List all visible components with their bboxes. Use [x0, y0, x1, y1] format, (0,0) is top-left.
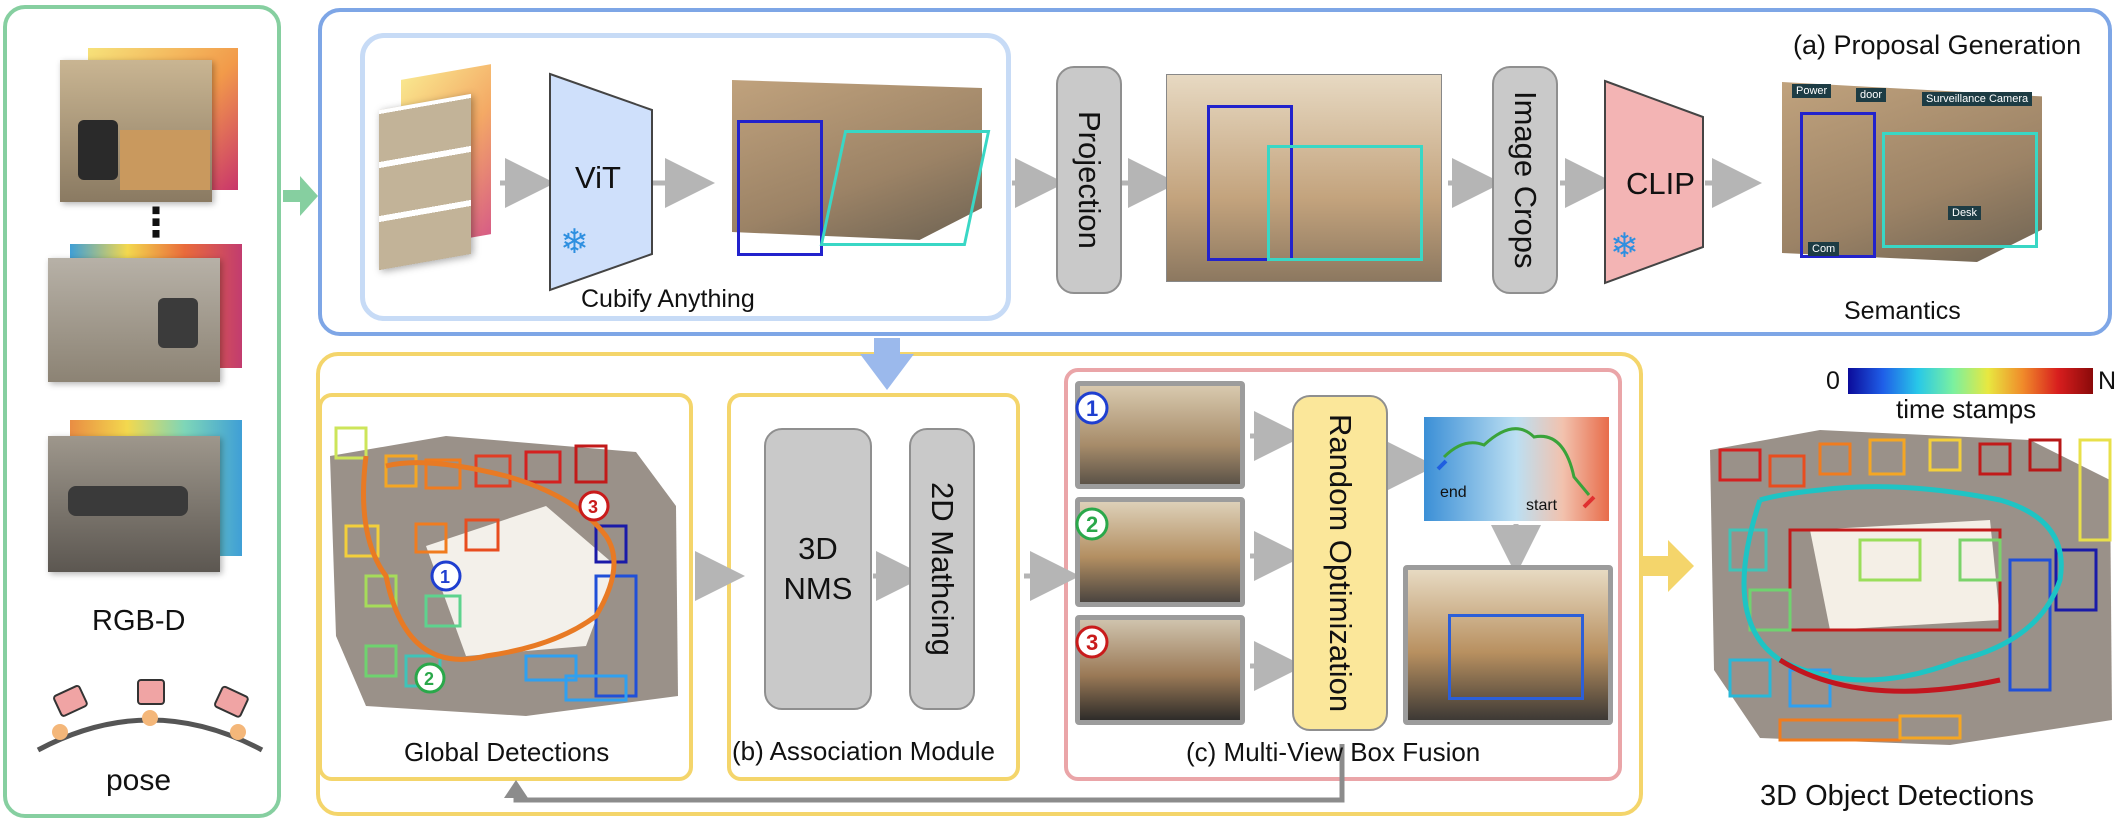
- colorbar-min: 0: [1826, 367, 1840, 395]
- rgbd-frame-1: [60, 48, 240, 202]
- projected-image: [1167, 75, 1441, 281]
- matching-label: 2D Mathcing: [925, 481, 960, 657]
- cubify-panel: [360, 33, 1011, 321]
- semantic-tag-desk: Desk: [1948, 206, 1982, 220]
- nms-block: 3D NMS: [764, 428, 872, 710]
- matching-block: 2D Mathcing: [909, 428, 975, 710]
- fusion-label: (c) Multi-View Box Fusion: [1186, 737, 1481, 767]
- view-number-icons: [1075, 391, 1109, 659]
- vit-encoder: [549, 72, 653, 292]
- pose-label: pose: [106, 764, 172, 797]
- random-optimization-label: Random Optimization: [1323, 413, 1358, 713]
- projection-label: Projection: [1072, 111, 1107, 249]
- input-panel: [3, 5, 281, 818]
- semantics-scene: Power door Surveillance Camera Desk Com: [1772, 72, 2048, 282]
- image-patches: [373, 64, 493, 272]
- pose-camera-icon: [36, 679, 264, 753]
- semantic-tag-door: door: [1856, 88, 1887, 102]
- optimization-heatmap: [1424, 417, 1609, 521]
- colorbar-max: N: [2098, 367, 2117, 395]
- image-crops-label: Image Crops: [1508, 91, 1543, 269]
- proposal-title: (a) Proposal Generation: [1793, 30, 2082, 60]
- view-thumb-2: [1075, 497, 1245, 607]
- view-thumb-3: [1075, 615, 1245, 725]
- rgbd-frame-2: [48, 244, 244, 384]
- semantic-tag-power: Power: [1792, 84, 1832, 98]
- global-detections-panel: [318, 393, 693, 781]
- svg-text:3: 3: [588, 497, 598, 517]
- view-number-2: 2: [1086, 512, 1099, 537]
- association-label: (b) Association Module: [732, 736, 996, 766]
- time-colorbar: [1848, 368, 2093, 394]
- nms-label: 3D NMS: [783, 531, 853, 606]
- clip-encoder: [1604, 79, 1704, 285]
- svg-text:1: 1: [440, 567, 450, 587]
- global-detections-label: Global Detections: [404, 737, 610, 767]
- start-label: start: [1526, 497, 1558, 514]
- vit-frozen-icon: ❄: [560, 223, 589, 261]
- semantic-tag-com: Com: [1808, 242, 1840, 256]
- cubify-output-scene: [712, 70, 991, 266]
- proposal-panel: [318, 8, 2112, 336]
- fused-box-result: [1403, 565, 1613, 725]
- view-number-1: 1: [1086, 396, 1099, 421]
- colorbar-label: time stamps: [1896, 394, 2037, 424]
- semantic-tag-camera: Surveillance Camera: [1922, 92, 2033, 106]
- output-detections-scene: [1710, 430, 2112, 745]
- svg-text:2: 2: [424, 669, 434, 689]
- view-number-3: 3: [1086, 630, 1099, 655]
- rgbd-frame-3: [48, 420, 244, 574]
- clip-frozen-icon: ❄: [1610, 227, 1639, 265]
- projection-block: Projection: [1056, 66, 1122, 294]
- vit-label: ViT: [575, 160, 621, 195]
- cubify-label: Cubify Anything: [581, 285, 755, 313]
- semantics-label: Semantics: [1844, 297, 1961, 325]
- image-crops-block: Image Crops: [1492, 66, 1558, 294]
- rgbd-label: RGB-D: [92, 605, 186, 637]
- ellipsis: ⋮: [136, 201, 176, 245]
- clip-label: CLIP: [1626, 166, 1695, 201]
- global-detections-scene: 1 2 3: [330, 426, 678, 716]
- random-optimization-block: Random Optimization: [1292, 395, 1388, 731]
- end-label: end: [1440, 484, 1467, 501]
- output-label: 3D Object Detections: [1760, 780, 2035, 812]
